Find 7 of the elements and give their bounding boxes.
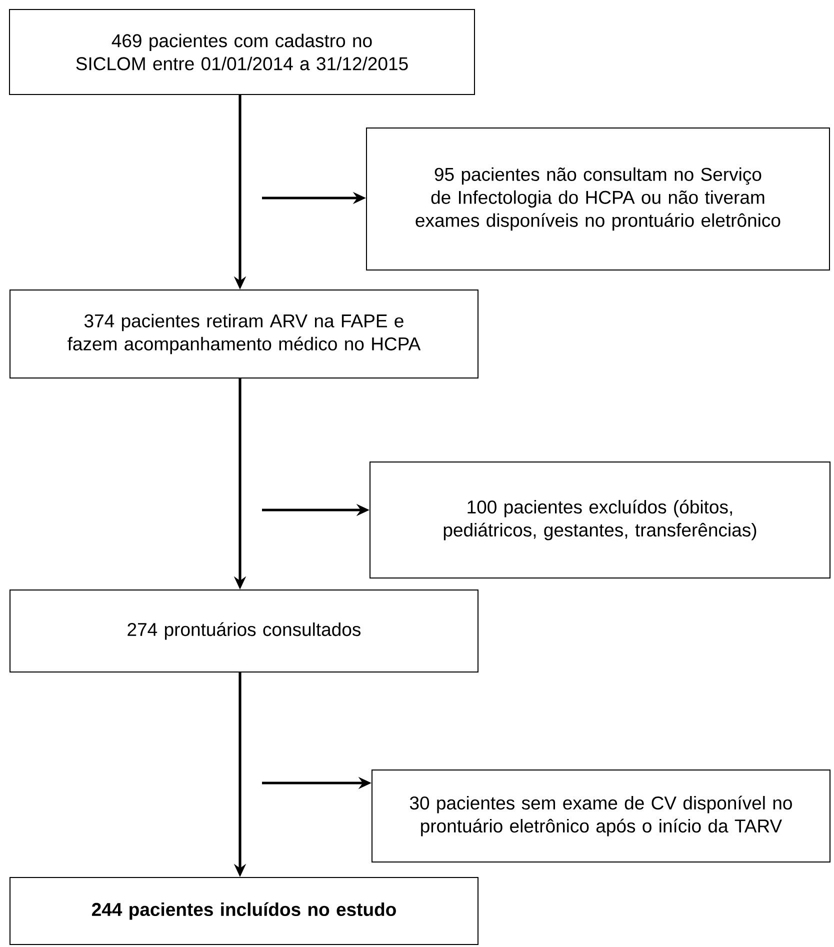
process-box: 95 pacientes não consultam no Serviço de Infectologia do HCPA ou não tiveram exames disponíveis no prontuário eletrônico [366,128,830,270]
process-box: 244 pacientes incluídos no estudo [10,877,478,945]
process-box: 30 pacientes sem exame de CV disponível no prontuário eletrônico após o início da TARV [372,770,830,862]
process-box: 274 prontuários consultados [10,590,478,672]
process-box: 100 pacientes excluídos (óbitos, pediátricos, gestantes, transferências) [370,462,830,578]
process-box: 374 pacientes retiram ARV na FAPE e fazem acompanhamento médico no HCPA [10,290,478,378]
process-box: 469 pacientes com cadastro no SICLOM entre 01/01/2014 a 31/12/2015 [9,9,475,95]
